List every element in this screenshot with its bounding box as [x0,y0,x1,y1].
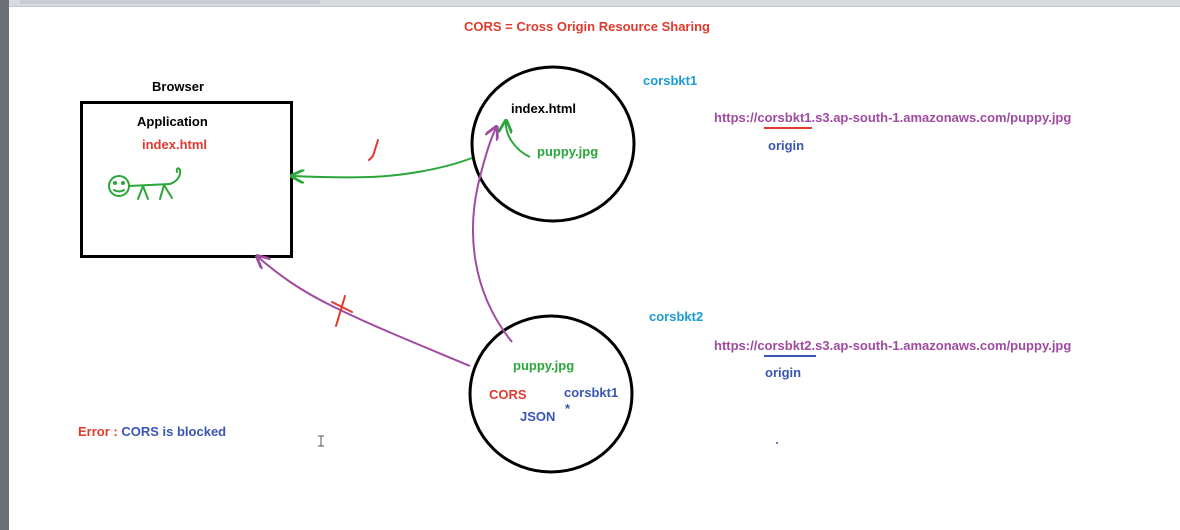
bucket1-puppy-label: puppy.jpg [537,144,599,159]
bucket1-circle [470,65,636,223]
text-cursor-icon [318,435,324,447]
browser-label: Browser [152,79,205,94]
bucket1-index-label: index.html [511,101,577,116]
bucket2-name: corsbkt2 [649,309,704,324]
bucket2-origin-label: origin [765,365,802,380]
error-message: Error : CORS is blocked [78,424,226,440]
green-arrow [293,157,473,177]
puppy-doodle-icon [108,167,182,200]
bucket2-allowed-origin: corsbkt1 [564,385,619,400]
stray-dot [776,442,778,444]
browser-index-label: index.html [142,137,208,152]
bucket2-cors-label: CORS [489,387,527,402]
window-top-edge [9,0,1180,7]
diagram-title: CORS = Cross Origin Resource Sharing [464,19,710,34]
error-text: CORS is blocked [121,424,227,439]
purple-arrow-to-bucket1 [472,128,513,343]
error-prefix: Error : [78,424,118,439]
cross-mark-icon [331,295,353,327]
bucket1-url: https://corsbkt1.s3.ap-south-1.amazonaws… [714,110,1072,125]
bucket2-puppy-label: puppy.jpg [513,358,575,373]
window-left-edge [0,0,9,530]
bucket2-circle [468,314,634,474]
inner-green-arrow [506,122,531,158]
bucket1-name: corsbkt1 [643,73,698,88]
check-mark-icon [368,139,379,161]
bucket2-wildcard: * [565,401,571,416]
bucket2-json-label: JSON [520,409,556,424]
bucket1-origin-label: origin [768,138,805,153]
bucket2-url: https://corsbkt2.s3.ap-south-1.amazonaws… [714,338,1072,353]
window-top-strip [20,0,320,4]
purple-arrow-to-browser [258,257,471,367]
application-label: Application [137,114,208,129]
